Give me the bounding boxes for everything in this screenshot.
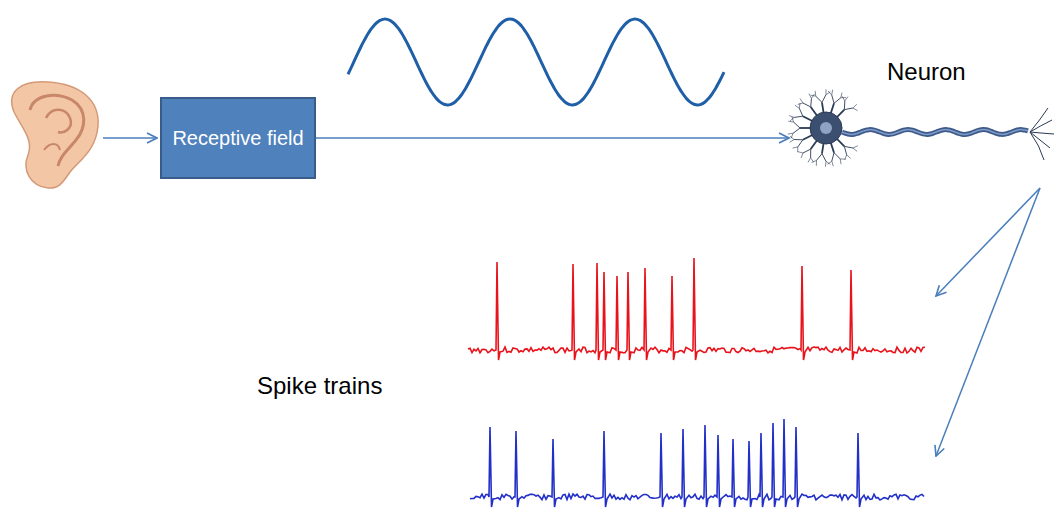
- dendrite: [842, 96, 845, 101]
- axon-terminal: [1030, 108, 1048, 132]
- dendrite: [853, 146, 858, 148]
- dendrite: [822, 95, 826, 103]
- dendrite: [845, 97, 848, 101]
- dendrite: [816, 154, 821, 161]
- dendrite: [803, 149, 811, 153]
- dendrite: [794, 116, 803, 117]
- stimulus-wave: [348, 19, 724, 105]
- dendrite: [834, 98, 841, 103]
- axon-terminal: [1030, 132, 1044, 160]
- process-box: Receptive field: [160, 97, 316, 179]
- axon: [842, 130, 1028, 135]
- dendrite: [825, 89, 826, 94]
- dendrite: [788, 133, 793, 135]
- dendrite: [795, 105, 799, 108]
- node-text: Receptive field: [164, 122, 311, 155]
- dendrite: [844, 101, 845, 110]
- neuron-picture: [788, 89, 1054, 166]
- dendrite: [809, 94, 812, 99]
- output-arrow: [936, 188, 1040, 296]
- dendrite: [792, 117, 794, 122]
- dendrite: [832, 161, 833, 166]
- dendrite: [788, 121, 793, 123]
- dendrite: [844, 146, 853, 148]
- dendrite: [840, 158, 845, 159]
- dendrite: [810, 149, 811, 158]
- dendrite: [810, 98, 812, 107]
- axon-highlight: [842, 130, 1028, 135]
- dendrite: [853, 108, 858, 111]
- dendrite: [803, 103, 811, 107]
- dendrite: [790, 117, 794, 120]
- dendrite: [832, 153, 834, 161]
- dendrite: [815, 91, 817, 96]
- dendrite: [847, 155, 851, 159]
- connector-arrow: [316, 137, 789, 139]
- dendrite: [794, 139, 803, 140]
- dendrite: [832, 95, 834, 103]
- spike-train-trace: [470, 419, 924, 507]
- dendrite: [798, 140, 803, 147]
- dendrite: [812, 160, 817, 162]
- dendrite: [853, 104, 857, 108]
- dendrite: [801, 153, 803, 158]
- cell-body: [810, 112, 842, 144]
- nucleus: [820, 122, 832, 134]
- dendrite: [825, 161, 827, 166]
- dendrite: [798, 103, 803, 104]
- dendrite: [828, 91, 832, 95]
- dendrite: [790, 139, 795, 142]
- dendrite: [789, 116, 794, 118]
- axon-terminal: [1030, 132, 1054, 134]
- dendrite: [793, 147, 798, 148]
- dendrite: [797, 147, 798, 152]
- dendrite: [834, 153, 840, 159]
- dendrite: [794, 122, 800, 128]
- dendrite: [800, 99, 803, 103]
- input-arrow: [103, 137, 157, 139]
- node-text: Neuron: [887, 58, 966, 86]
- dendrite: [793, 128, 800, 133]
- dendrite: [816, 96, 822, 102]
- dendrite: [811, 95, 816, 96]
- dendrite: [853, 148, 857, 151]
- ear-picture: [12, 82, 98, 188]
- output-arrow: [936, 188, 1040, 456]
- dendrite: [822, 154, 826, 162]
- dendrite: [811, 158, 814, 162]
- dendrite: [816, 160, 817, 165]
- dendrite: [791, 133, 793, 138]
- dendrite: [798, 152, 803, 153]
- dendrite: [840, 159, 842, 164]
- dendrite: [808, 158, 811, 163]
- dendrite: [799, 108, 803, 116]
- spike-train-trace: [468, 258, 925, 360]
- dendrite: [841, 93, 842, 98]
- neuron-node: Neuron: [790, 55, 1055, 170]
- text-label: Spike trains: [257, 372, 382, 400]
- axon-terminal: [1030, 120, 1052, 132]
- dendrite: [832, 90, 833, 95]
- dendrite: [844, 146, 846, 154]
- dendrite: [826, 161, 830, 164]
- axon-terminal: [1030, 132, 1050, 148]
- dendrite: [844, 108, 853, 110]
